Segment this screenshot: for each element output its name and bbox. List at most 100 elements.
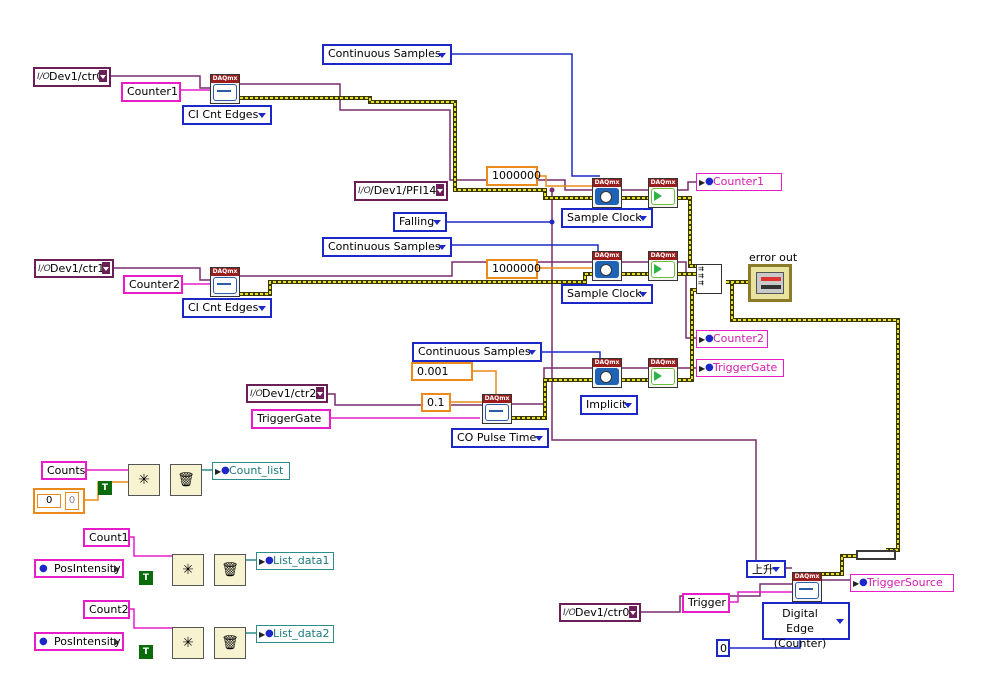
new-collection-node-3[interactable]: ✳ xyxy=(172,627,204,659)
counts-string[interactable]: Counts xyxy=(41,461,87,480)
string-label: Counts xyxy=(47,464,86,477)
dropdown-icon[interactable] xyxy=(316,387,324,399)
trash-icon: 🗑 xyxy=(221,562,239,578)
clock-icon xyxy=(595,261,619,278)
error-wire xyxy=(726,280,900,552)
daqmx-timing-vi-1[interactable]: DAQmx xyxy=(592,178,622,208)
clear-collection-node-3[interactable]: 🗑 xyxy=(214,627,246,659)
count2-string[interactable]: Count2 xyxy=(83,600,130,619)
task-wire xyxy=(110,75,212,89)
count1-string[interactable]: Count1 xyxy=(83,528,130,547)
io-icon: I/O xyxy=(563,608,576,618)
error-wire xyxy=(678,196,696,268)
digital-edge-counter-ring[interactable]: Digital Edge(Counter) xyxy=(762,602,850,650)
ci-cnt-edges-ring-2[interactable]: CI Cnt Edges xyxy=(182,298,272,318)
daqmx-timing-vi-3[interactable]: DAQmx xyxy=(592,358,622,388)
sample-clock-ring-2[interactable]: Sample Clock xyxy=(561,284,653,304)
error-cluster-constant[interactable] xyxy=(856,550,896,560)
clear-collection-node-1[interactable]: 🗑 xyxy=(170,464,202,496)
sample-clock-ring-1[interactable]: Sample Clock xyxy=(561,208,653,228)
create-channel-icon xyxy=(485,404,509,421)
daqmx-create-channel-vi-2[interactable]: DAQmx xyxy=(210,267,240,297)
wire-junction xyxy=(549,187,555,193)
bool-true-3[interactable]: T xyxy=(139,645,153,659)
daqmx-timing-vi-2[interactable]: DAQmx xyxy=(592,251,622,281)
ci-cnt-edges-ring-1[interactable]: CI Cnt Edges xyxy=(182,105,272,125)
physical-channel-pfi14[interactable]: I/O/Dev1/PFI14 xyxy=(354,181,448,201)
name-string-triggergate[interactable]: TriggerGate xyxy=(251,409,331,429)
clock-icon xyxy=(595,188,619,205)
string-label: Counter2 xyxy=(129,278,180,291)
array-index[interactable]: 0 xyxy=(37,494,61,508)
indicator-label: Counter2 xyxy=(713,332,764,345)
error-wire xyxy=(726,281,899,551)
number-label: 0.001 xyxy=(417,365,449,378)
error-wire xyxy=(678,288,696,382)
error-wire xyxy=(678,197,696,267)
error-wire xyxy=(822,554,856,576)
daqmx-create-channel-vi-1[interactable]: DAQmx xyxy=(210,74,240,104)
dropdown-icon[interactable] xyxy=(629,606,637,618)
daqmx-create-co-vi[interactable]: DAQmx xyxy=(482,394,512,424)
globe-icon: ● xyxy=(705,333,714,344)
merge-errors-node[interactable]: ⇉⇉⇉ xyxy=(696,264,722,294)
daqmx-start-vi-1[interactable]: DAQmx xyxy=(648,178,678,208)
sample-mode-ring-2[interactable]: Continuous Samples xyxy=(322,237,452,257)
bool-true-1[interactable]: T xyxy=(98,481,112,495)
globe-icon: ● xyxy=(39,563,48,574)
task-wire xyxy=(240,83,592,191)
numeric-wire xyxy=(538,175,592,187)
number-01[interactable]: 0.1 xyxy=(421,393,451,412)
daqmx-start-vi-3[interactable]: DAQmx xyxy=(648,358,678,388)
ring-label: CI Cnt Edges xyxy=(188,108,259,121)
ring-label: Sample Clock xyxy=(567,211,642,224)
bool-true-2[interactable]: T xyxy=(139,571,153,585)
count-list-indicator: ●Count_list xyxy=(212,462,290,480)
trash-icon: 🗑 xyxy=(177,472,195,488)
array-element[interactable]: 0 xyxy=(65,492,79,510)
number-0001[interactable]: 0.001 xyxy=(411,362,473,381)
daqmx-trigger-vi[interactable]: DAQmx xyxy=(792,572,822,602)
name-string-counter1[interactable]: Counter1 xyxy=(121,82,181,102)
ring-label: CO Pulse Time xyxy=(457,431,537,444)
falling-edge-ring[interactable]: Falling xyxy=(393,212,447,232)
channel-label: Dev1/ctr1 xyxy=(50,262,105,275)
zero-constant[interactable]: 0 xyxy=(716,639,730,657)
counter1-indicator: ●Counter1 xyxy=(696,173,782,191)
sample-mode-ring-1[interactable]: Continuous Samples xyxy=(322,44,452,65)
error-cluster-icon xyxy=(756,272,784,294)
new-collection-node-1[interactable]: ✳ xyxy=(128,464,160,496)
trigger-string[interactable]: Trigger xyxy=(682,593,730,613)
name-string-counter2[interactable]: Counter2 xyxy=(123,275,183,294)
globe-icon: ● xyxy=(859,577,868,588)
clear-collection-node-2[interactable]: 🗑 xyxy=(214,554,246,586)
dropdown-icon[interactable] xyxy=(99,70,107,82)
ring-label: Continuous Samples xyxy=(328,47,441,60)
posintensity-ref-1[interactable]: ●PosIntensity xyxy=(34,559,124,578)
new-collection-node-2[interactable]: ✳ xyxy=(172,554,204,586)
string-label: Trigger xyxy=(688,596,726,609)
rate-constant-1[interactable]: 1000000 xyxy=(486,166,541,186)
indicator-label: TriggerGate xyxy=(713,361,778,374)
co-pulse-time-ring[interactable]: CO Pulse Time xyxy=(451,428,549,448)
numeric-wires xyxy=(70,175,592,501)
dropdown-icon[interactable] xyxy=(102,262,110,274)
vi-header: DAQmx xyxy=(649,179,677,187)
new-icon: ✳ xyxy=(182,635,194,651)
sample-mode-ring-3[interactable]: Continuous Samples xyxy=(412,342,542,362)
rise-ring[interactable]: 上升 xyxy=(746,560,786,578)
daqmx-start-vi-2[interactable]: DAQmx xyxy=(648,251,678,281)
start-icon xyxy=(651,368,675,385)
implicit-ring[interactable]: Implicit xyxy=(580,395,638,415)
list-data2-indicator: ●List_data2 xyxy=(256,625,334,643)
dropdown-icon[interactable] xyxy=(436,184,444,196)
clock-icon xyxy=(595,368,619,385)
rate-constant-2[interactable]: 1000000 xyxy=(486,259,541,279)
ring-label: Continuous Samples xyxy=(418,345,531,358)
posintensity-ref-2[interactable]: ●PosIntensity xyxy=(34,632,124,651)
